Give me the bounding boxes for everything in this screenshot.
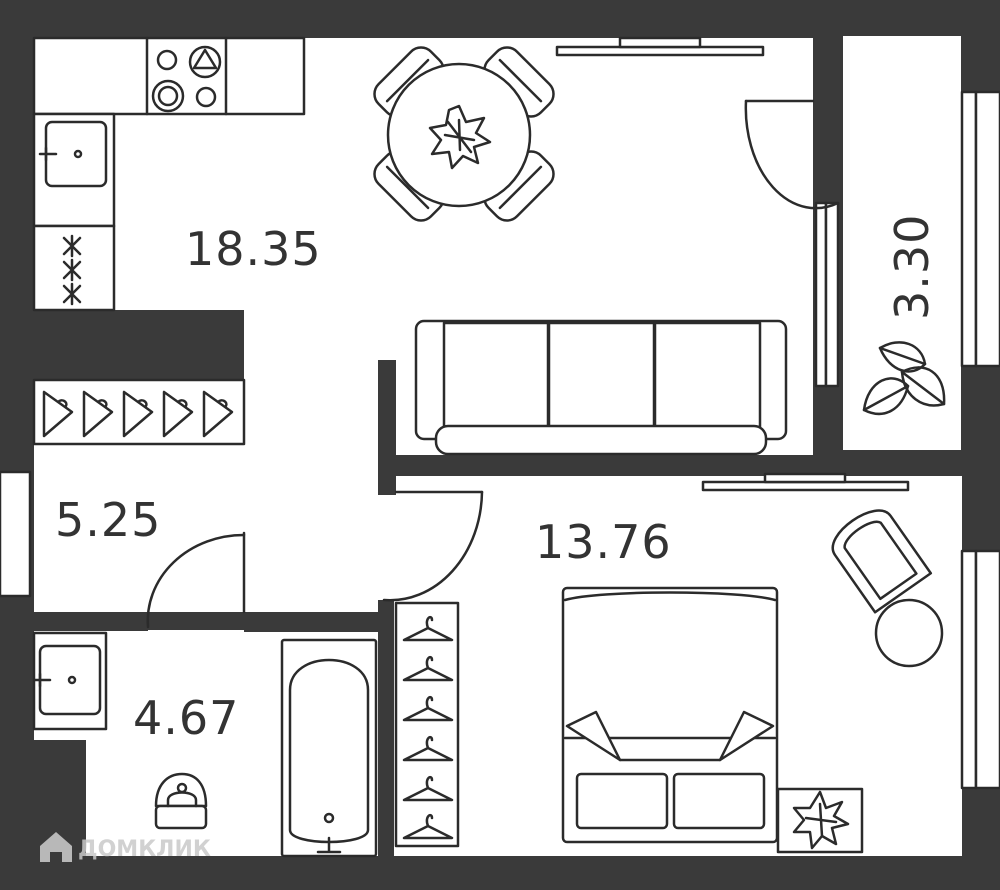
dining-table-icon [373,46,555,222]
door-bathroom [146,531,246,629]
window-balcony-living [814,201,840,388]
window-living-top [555,36,765,57]
watermark: ДОМКЛИК [40,832,211,862]
window-bedroom-right [960,549,1000,790]
bedroom-wardrobe [394,601,460,848]
area-label-living-kitchen: 18.35 [185,222,322,276]
door-bedroom [382,490,484,602]
windows [0,36,1000,790]
hanger-icon [402,616,454,840]
area-label-hallway: 5.25 [55,493,161,547]
sofa-icon [414,319,788,456]
house-logo-icon [40,832,72,862]
doors [146,99,840,629]
kitchen-sink-icon [38,120,108,188]
stove-icon [151,45,222,113]
room-labels: 18.35 3.30 5.25 13.76 4.67 [55,214,939,745]
balcony-plant-icon [862,341,946,416]
window-hall-left [0,470,32,598]
bathtub-icon [280,638,378,858]
hanger-icon [42,390,234,438]
nightstand-plant-icon [776,787,864,854]
area-label-bathroom: 4.67 [133,691,239,745]
window-balcony-outer [960,90,1000,368]
armchair-icon [831,509,944,668]
watermark-text: ДОМКЛИК [78,837,211,862]
hall-wardrobe [32,378,246,446]
window-bedroom-top [701,472,910,492]
area-label-balcony: 3.30 [885,214,939,320]
dishwasher-icon [62,234,82,306]
area-label-bedroom: 13.76 [535,515,672,569]
bed-icon [561,586,779,844]
door-balcony [744,99,840,210]
toilet-icon [154,772,208,830]
plant-icon [428,104,492,170]
bath-sink-icon [32,631,108,731]
